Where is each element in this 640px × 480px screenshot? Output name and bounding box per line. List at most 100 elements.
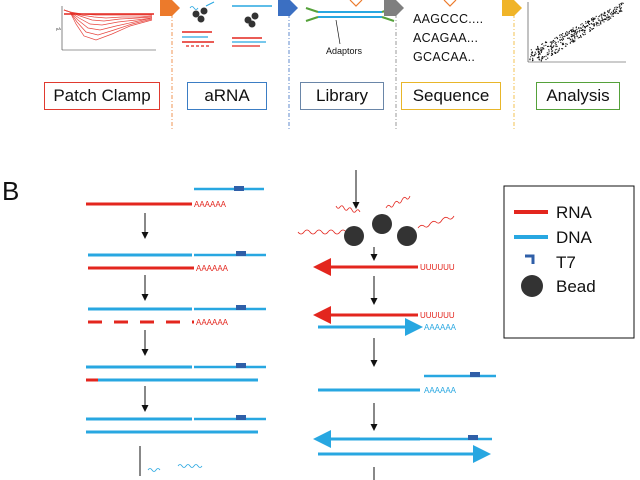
scatter-point [584,27,586,29]
scatter-point [618,6,620,8]
scatter-point [560,34,562,36]
scatter-point [563,43,565,46]
poly-a-tail: AAAAAA [424,323,457,332]
scatter-point [576,35,579,37]
scatter-point [542,43,544,45]
scatter-point [571,40,573,42]
scatter-point [603,11,606,13]
scatter-point [609,17,611,19]
legend-label-dna: DNA [556,228,593,247]
scatter-point [598,16,600,18]
poly-a-tail: AAAAAA [196,264,229,273]
scatter-point [540,59,542,61]
scatter-point [540,51,543,54]
scatter-point [555,42,557,44]
scatter-point [554,49,557,51]
scatter-point [620,3,622,5]
scatter-point [561,39,564,41]
scatter-point [551,47,553,49]
scatter-point [550,54,553,57]
scatter-point [565,43,567,45]
scatter-point [555,36,557,39]
scatter-point [563,36,565,38]
scatter-point [532,59,534,61]
arrow-icon [502,0,522,16]
library-thumbnail [305,0,395,45]
scatter-point [619,11,621,13]
scatter-point [585,21,587,23]
scatter-point [597,18,599,20]
sequence-read-1: AAGCCC.... [413,12,484,26]
scatter-point [542,47,544,49]
scatter-point [595,15,597,17]
scatter-point [600,15,603,17]
scatter-point [538,54,540,56]
scatter-point [622,2,624,4]
scatter-point [542,56,544,58]
scatter-point [572,27,574,29]
scatter-point [550,45,552,48]
scatter-point [589,27,591,29]
scatter-point [538,50,540,53]
t7-promoter-icon [234,186,244,191]
scatter-point [621,4,623,6]
scatter-point [571,36,573,38]
scatter-point [562,42,564,44]
scatter-point [569,39,571,41]
scatter-point [567,31,569,33]
scatter-point [572,30,574,32]
t7-promoter-icon [236,251,246,256]
scatter-point [561,44,564,46]
arrow-icon [278,0,298,16]
bead-icon [372,214,392,234]
scatter-point [531,52,534,54]
scatter-point [609,16,611,18]
scatter-point [576,33,578,35]
scatter-point [551,43,553,45]
scatter-point [567,37,569,39]
scatter-point [576,31,578,33]
scatter-point [621,10,623,12]
scatter-point [568,32,571,34]
scatter-point [601,19,604,21]
scatter-point [603,12,605,15]
legend-label-bead: Bead [556,277,596,296]
left-protocol-column [86,186,266,476]
arrow-icon [160,0,180,16]
scatter-point [556,45,558,47]
scatter-point [591,18,593,20]
scatter-point [557,41,559,43]
scatter-point [573,33,575,35]
scatter-point [567,33,569,35]
scatter-point [541,43,543,45]
scatter-point [589,29,591,31]
scatter-point [537,57,540,59]
scatter-point [602,19,604,21]
scatter-point [604,15,606,17]
analysis-scatter-thumbnail [527,2,626,63]
scatter-point [593,23,595,25]
scatter-point [589,23,591,26]
scatter-point [615,6,617,8]
scatter-point [571,30,573,32]
scatter-point [612,15,615,17]
scatter-point [570,33,572,36]
scatter-point [560,38,563,41]
sequence-read-3: GCACAA.. [413,50,476,64]
scatter-point [616,12,618,14]
scatter-point [542,58,544,60]
bead-icon [521,275,543,297]
scatter-point [614,10,617,12]
scatter-point [536,57,539,59]
scatter-point [580,29,582,31]
scatter-point [591,19,593,21]
scatter-point [607,11,609,13]
scatter-point [594,17,596,19]
scatter-point [559,39,561,41]
scatter-point [551,52,553,54]
scatter-point [569,29,572,31]
scatter-point [601,17,603,20]
scatter-point [538,48,540,51]
